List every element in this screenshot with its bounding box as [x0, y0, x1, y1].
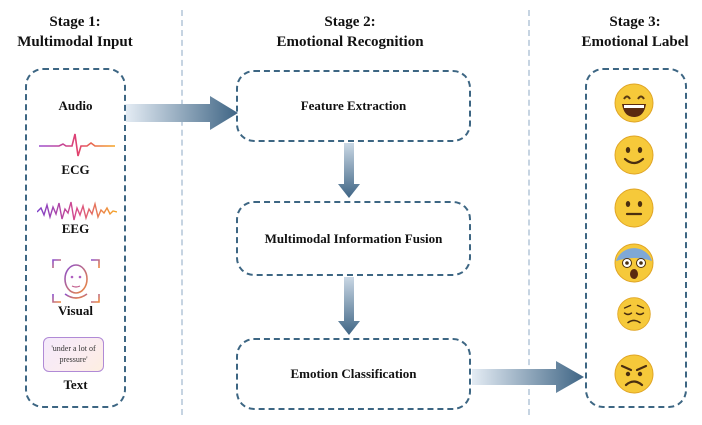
fusion-to-classification-arrow: [338, 277, 360, 335]
feature-extraction-label: Feature Extraction: [300, 98, 407, 113]
visual-label: Visual: [58, 303, 93, 318]
fusion-box: Multimodal Information Fusion: [236, 201, 471, 276]
feature-to-fusion-arrow: [338, 143, 360, 198]
eeg-label: EEG: [61, 221, 90, 236]
fearful-face-icon: [614, 243, 654, 283]
ecg-label: ECG: [61, 162, 90, 177]
ecg-signal-icon: [39, 133, 115, 157]
classification-label: Emotion Classification: [290, 366, 417, 381]
stage-1-title: Stage 1: Multimodal Input: [17, 14, 133, 50]
stage-3-title: Stage 3: Emotional Label: [581, 14, 689, 50]
text-label: Text: [63, 377, 88, 392]
pensive-face-icon: [617, 297, 651, 331]
feature-extraction-box: Feature Extraction: [236, 70, 471, 142]
audio-label: Audio: [58, 98, 93, 113]
audio-waveform-icon: [42, 78, 110, 100]
face-scan-icon: [52, 259, 100, 303]
classification-box: Emotion Classification: [236, 338, 471, 410]
neutral-face-icon: [614, 188, 654, 228]
grinning-face-icon: [614, 83, 654, 123]
stage-2-title: Stage 2: Emotional Recognition: [276, 14, 424, 50]
separator-left: [181, 10, 183, 415]
fusion-label: Multimodal Information Fusion: [264, 230, 443, 246]
angry-face-icon: [614, 354, 654, 394]
label-panel: [585, 68, 687, 408]
eeg-signal-icon: [37, 201, 117, 221]
text-sample-card: 'under a lot of pressure': [43, 337, 104, 372]
separator-right: [528, 10, 530, 415]
smiling-face-icon: [614, 135, 654, 175]
input-panel: Audio ECG EEG Visual Text: [25, 68, 126, 408]
